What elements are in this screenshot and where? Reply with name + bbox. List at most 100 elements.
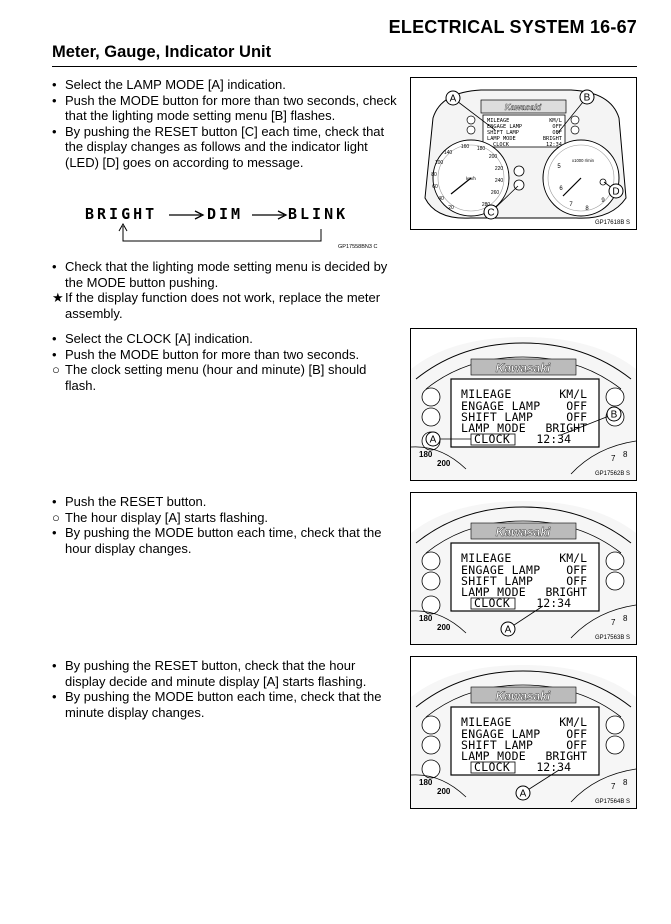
bullet-marker: • (52, 77, 57, 92)
callout-circle (445, 90, 461, 106)
instructions-block-2: •Check that the lighting mode setting me… (52, 259, 397, 321)
bezel-outline (415, 506, 632, 544)
callout-circle (608, 183, 624, 199)
list-item: •Select the LAMP MODE [A] indication. (52, 77, 397, 93)
list-item: •Push the MODE button for more than two … (52, 93, 397, 124)
speed-tick-label: 80 (431, 172, 437, 178)
instructions-block-5: • By pushing the RESET button, check that… (52, 658, 397, 720)
tachometer-arc (570, 768, 636, 803)
lcd-screen (450, 378, 600, 448)
callout-circle (606, 406, 622, 422)
bezel-outline (415, 342, 632, 380)
lcd-menu-value: 12:34 (536, 432, 571, 446)
lcd-menu-label: LAMP MODE (461, 421, 526, 435)
lcd-menu-label: MILEAGE (461, 715, 512, 729)
speed-tick-label: 200 (437, 623, 451, 632)
callout-label: A (520, 789, 527, 800)
brand-logo: Kawasaki (505, 103, 542, 112)
indicator-light (421, 551, 441, 571)
callout-circle (515, 785, 531, 801)
lcd-menu-label: ENGAGE LAMP (461, 399, 540, 413)
bullet-marker: • (52, 259, 57, 274)
lcd-menu-value: 12:34 (536, 596, 571, 610)
indicator-light (466, 115, 476, 125)
indicator-light (421, 407, 441, 427)
speed-tick-label: 40 (438, 196, 444, 202)
indicator-light (605, 551, 625, 571)
tachometer-arc (570, 440, 636, 475)
speed-tick-label: 60 (432, 184, 438, 190)
clock-selection-box (470, 597, 516, 610)
list-item: •Push the RESET button. (52, 494, 397, 510)
callout-label: A (505, 625, 512, 636)
rpm-tick-label: 7 (611, 454, 616, 463)
rpm-tick-label: 7 (611, 618, 616, 627)
indicator-light (570, 115, 580, 125)
lcd-menu-label: LAMP MODE (461, 585, 526, 599)
callout-label: A (430, 435, 437, 446)
list-item-text: Push the MODE button for more than two s… (65, 346, 360, 362)
list-item-text: By pushing the RESET button, check that … (65, 658, 367, 689)
lcd-menu-label: MILEAGE (461, 387, 512, 401)
lcd-menu-value: BRIGHT (545, 421, 587, 435)
callout-label: B (611, 410, 618, 421)
arrow-right-icon (252, 210, 288, 220)
indicator-light (421, 735, 441, 755)
list-item: •By pushing the MODE button each time, c… (52, 525, 397, 556)
list-item-text: Push the MODE button for more than two s… (65, 92, 397, 124)
indicator-light (570, 125, 580, 135)
bullet-marker: ○ (52, 362, 60, 378)
lcd-menu-value: OFF (566, 574, 587, 588)
return-loop-arrow (118, 222, 322, 242)
list-item-text: If the display function does not work, r… (65, 290, 381, 321)
clock-selection-box (470, 433, 516, 446)
bullet-marker: • (52, 658, 57, 673)
list-item-text: By pushing the RESET button [C] each tim… (65, 123, 385, 170)
lcd-screen (450, 706, 600, 776)
callout-circle (500, 621, 516, 637)
list-item: •Select the CLOCK [A] indication. (52, 331, 397, 347)
indicator-light (605, 387, 625, 407)
lcd-menu-label: SHIFT LAMP (487, 130, 519, 136)
lcd-menu-value: OFF (566, 738, 587, 752)
lcd-menu-label: ENGAGE LAMP (487, 124, 522, 130)
speedometer-arc (411, 610, 467, 634)
bezel-outline (415, 670, 632, 708)
rpm-tick-label: 8 (623, 614, 628, 623)
section-rule (52, 66, 637, 67)
bullet-marker: • (52, 123, 57, 139)
bullet-marker: • (52, 331, 57, 346)
indicator-light (605, 715, 625, 735)
speed-tick-label: 140 (444, 150, 453, 156)
lcd-screen (482, 114, 566, 148)
speed-tick-label: 180 (419, 450, 433, 459)
sequence-word-dim: DIM (207, 205, 244, 223)
mode-sequence-diagram: BRIGHT DIM BLINK GP17558BN3 C (85, 205, 385, 250)
bezel-inner-outline (425, 356, 622, 390)
lcd-menu-label: MILEAGE (461, 551, 512, 565)
rpm-tick-label: 5 (557, 164, 561, 170)
leader-line (556, 96, 588, 135)
list-item-text: The hour display [A] starts flashing. (65, 509, 269, 525)
sequence-word-blink: BLINK (288, 205, 349, 223)
sequence-code: GP17558BN3 C (338, 244, 378, 250)
figure-code: GP17564B S (594, 799, 630, 805)
lcd-menu-value: OFF (552, 124, 562, 130)
lcd-menu-label: CLOCK (474, 760, 510, 774)
rpm-tick-label: 8 (623, 778, 628, 787)
lcd-menu-label: LAMP MODE (461, 749, 526, 763)
indicator-light (421, 715, 441, 735)
bullet-marker: ○ (52, 509, 60, 525)
bullet-marker: • (52, 494, 57, 509)
speed-tick-label: 200 (437, 787, 451, 796)
callout-circle (579, 89, 595, 105)
list-item: •Check that the lighting mode setting me… (52, 259, 397, 290)
lcd-menu-label: CLOCK (474, 432, 510, 446)
indicator-light (605, 571, 625, 591)
list-item: •Push the MODE button for more than two … (52, 347, 397, 363)
section-title: Meter, Gauge, Indicator Unit (52, 43, 272, 61)
